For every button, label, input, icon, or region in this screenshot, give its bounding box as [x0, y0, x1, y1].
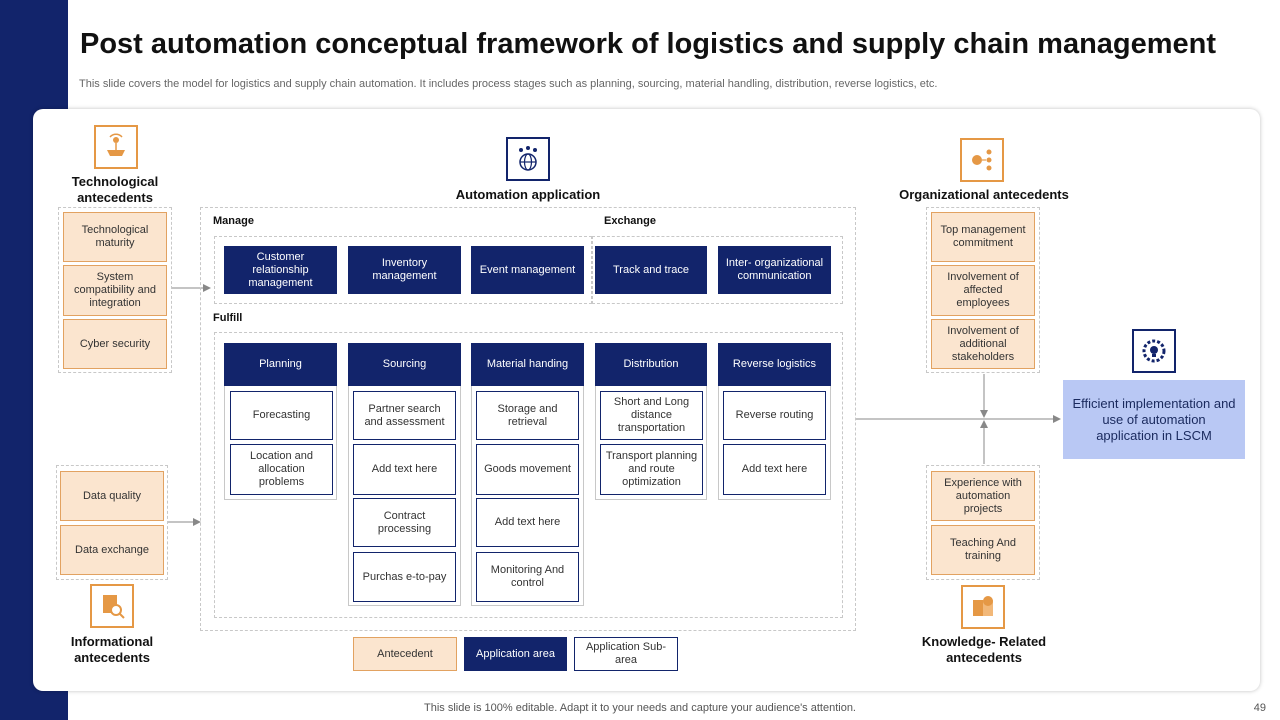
- footer-note: This slide is 100% editable. Adapt it to…: [424, 702, 856, 714]
- legend-application-area: Application area: [464, 637, 567, 671]
- legend-antecedent: Antecedent: [353, 637, 457, 671]
- manage-item-event: Event management: [471, 246, 584, 294]
- fulfill-header-material: Material handing: [471, 343, 584, 386]
- distribution-item-transportation: Short and Long distance transportation: [600, 391, 703, 440]
- brain-book-icon: [961, 585, 1005, 629]
- gear-bulb-icon: [1132, 329, 1176, 373]
- tech-network-icon: [94, 125, 138, 169]
- knowledge-group: [926, 465, 1040, 580]
- sourcing-item-add-text: Add text here: [353, 444, 456, 495]
- automation-application-label: Automation application: [455, 187, 601, 202]
- page-subtitle: This slide covers the model for logistic…: [79, 78, 938, 90]
- organizational-antecedents-label: Organizational antecedents: [899, 187, 1069, 202]
- knowledge-item-training: Teaching And training: [931, 525, 1035, 575]
- automation-application-area: [200, 207, 856, 631]
- fulfill-header-planning: Planning: [224, 343, 337, 386]
- exchange-group: [592, 236, 843, 304]
- tech-item-compatibility: System compatibility and integration: [63, 265, 167, 316]
- exchange-label: Exchange: [604, 215, 656, 227]
- sourcing-item-contract: Contract processing: [353, 498, 456, 547]
- exchange-item-track-trace: Track and trace: [595, 246, 707, 294]
- manage-group: [214, 236, 592, 304]
- planning-item-forecasting: Forecasting: [230, 391, 333, 440]
- fulfill-header-distribution: Distribution: [595, 343, 707, 386]
- legend-application-subarea: Application Sub-area: [574, 637, 678, 671]
- tech-item-cyber-security: Cyber security: [63, 319, 167, 369]
- material-item-add-text: Add text here: [476, 498, 579, 547]
- manage-item-inventory: Inventory management: [348, 246, 461, 294]
- page-title: Post automation conceptual framework of …: [80, 28, 1217, 60]
- technological-group: [58, 207, 172, 373]
- organizational-group: [926, 207, 1040, 373]
- material-item-storage: Storage and retrieval: [476, 391, 579, 440]
- manage-item-crm: Customer relationship management: [224, 246, 337, 294]
- info-item-data-quality: Data quality: [60, 471, 164, 521]
- org-item-stakeholders: Involvement of additional stakeholders: [931, 319, 1035, 369]
- material-item-monitoring: Monitoring And control: [476, 552, 579, 602]
- document-search-icon: [90, 584, 134, 628]
- knowledge-item-experience: Experience with automation projects: [931, 471, 1035, 521]
- sourcing-item-partner-search: Partner search and assessment: [353, 391, 456, 440]
- planning-item-location: Location and allocation problems: [230, 444, 333, 495]
- org-item-top-management: Top management commitment: [931, 212, 1035, 262]
- sourcing-item-purchase: Purchas e-to-pay: [353, 552, 456, 602]
- page-number: 49: [1253, 702, 1266, 714]
- fulfill-label: Fulfill: [213, 312, 243, 324]
- globe-network-icon: [506, 137, 550, 181]
- material-item-goods: Goods movement: [476, 444, 579, 495]
- info-item-data-exchange: Data exchange: [60, 525, 164, 575]
- fulfill-header-reverse: Reverse logistics: [718, 343, 831, 386]
- informational-antecedents-label: Informational antecedents: [70, 634, 154, 665]
- org-chart-icon: [960, 138, 1004, 182]
- reverse-item-add-text: Add text here: [723, 444, 826, 495]
- technological-antecedents-label: Technological antecedents: [71, 174, 159, 205]
- distribution-item-route: Transport planning and route optimizatio…: [600, 444, 703, 495]
- informational-group: [56, 465, 168, 580]
- fulfill-header-sourcing: Sourcing: [348, 343, 461, 386]
- knowledge-antecedents-label: Knowledge- Related antecedents: [921, 634, 1047, 665]
- outcome-box: Efficient implementation and use of auto…: [1063, 380, 1245, 459]
- org-item-employees: Involvement of affected employees: [931, 265, 1035, 316]
- exchange-item-inter-org: Inter- organizational communication: [718, 246, 831, 294]
- reverse-item-routing: Reverse routing: [723, 391, 826, 440]
- fulfill-group: [214, 332, 843, 618]
- manage-label: Manage: [213, 215, 254, 227]
- tech-item-maturity: Technological maturity: [63, 212, 167, 262]
